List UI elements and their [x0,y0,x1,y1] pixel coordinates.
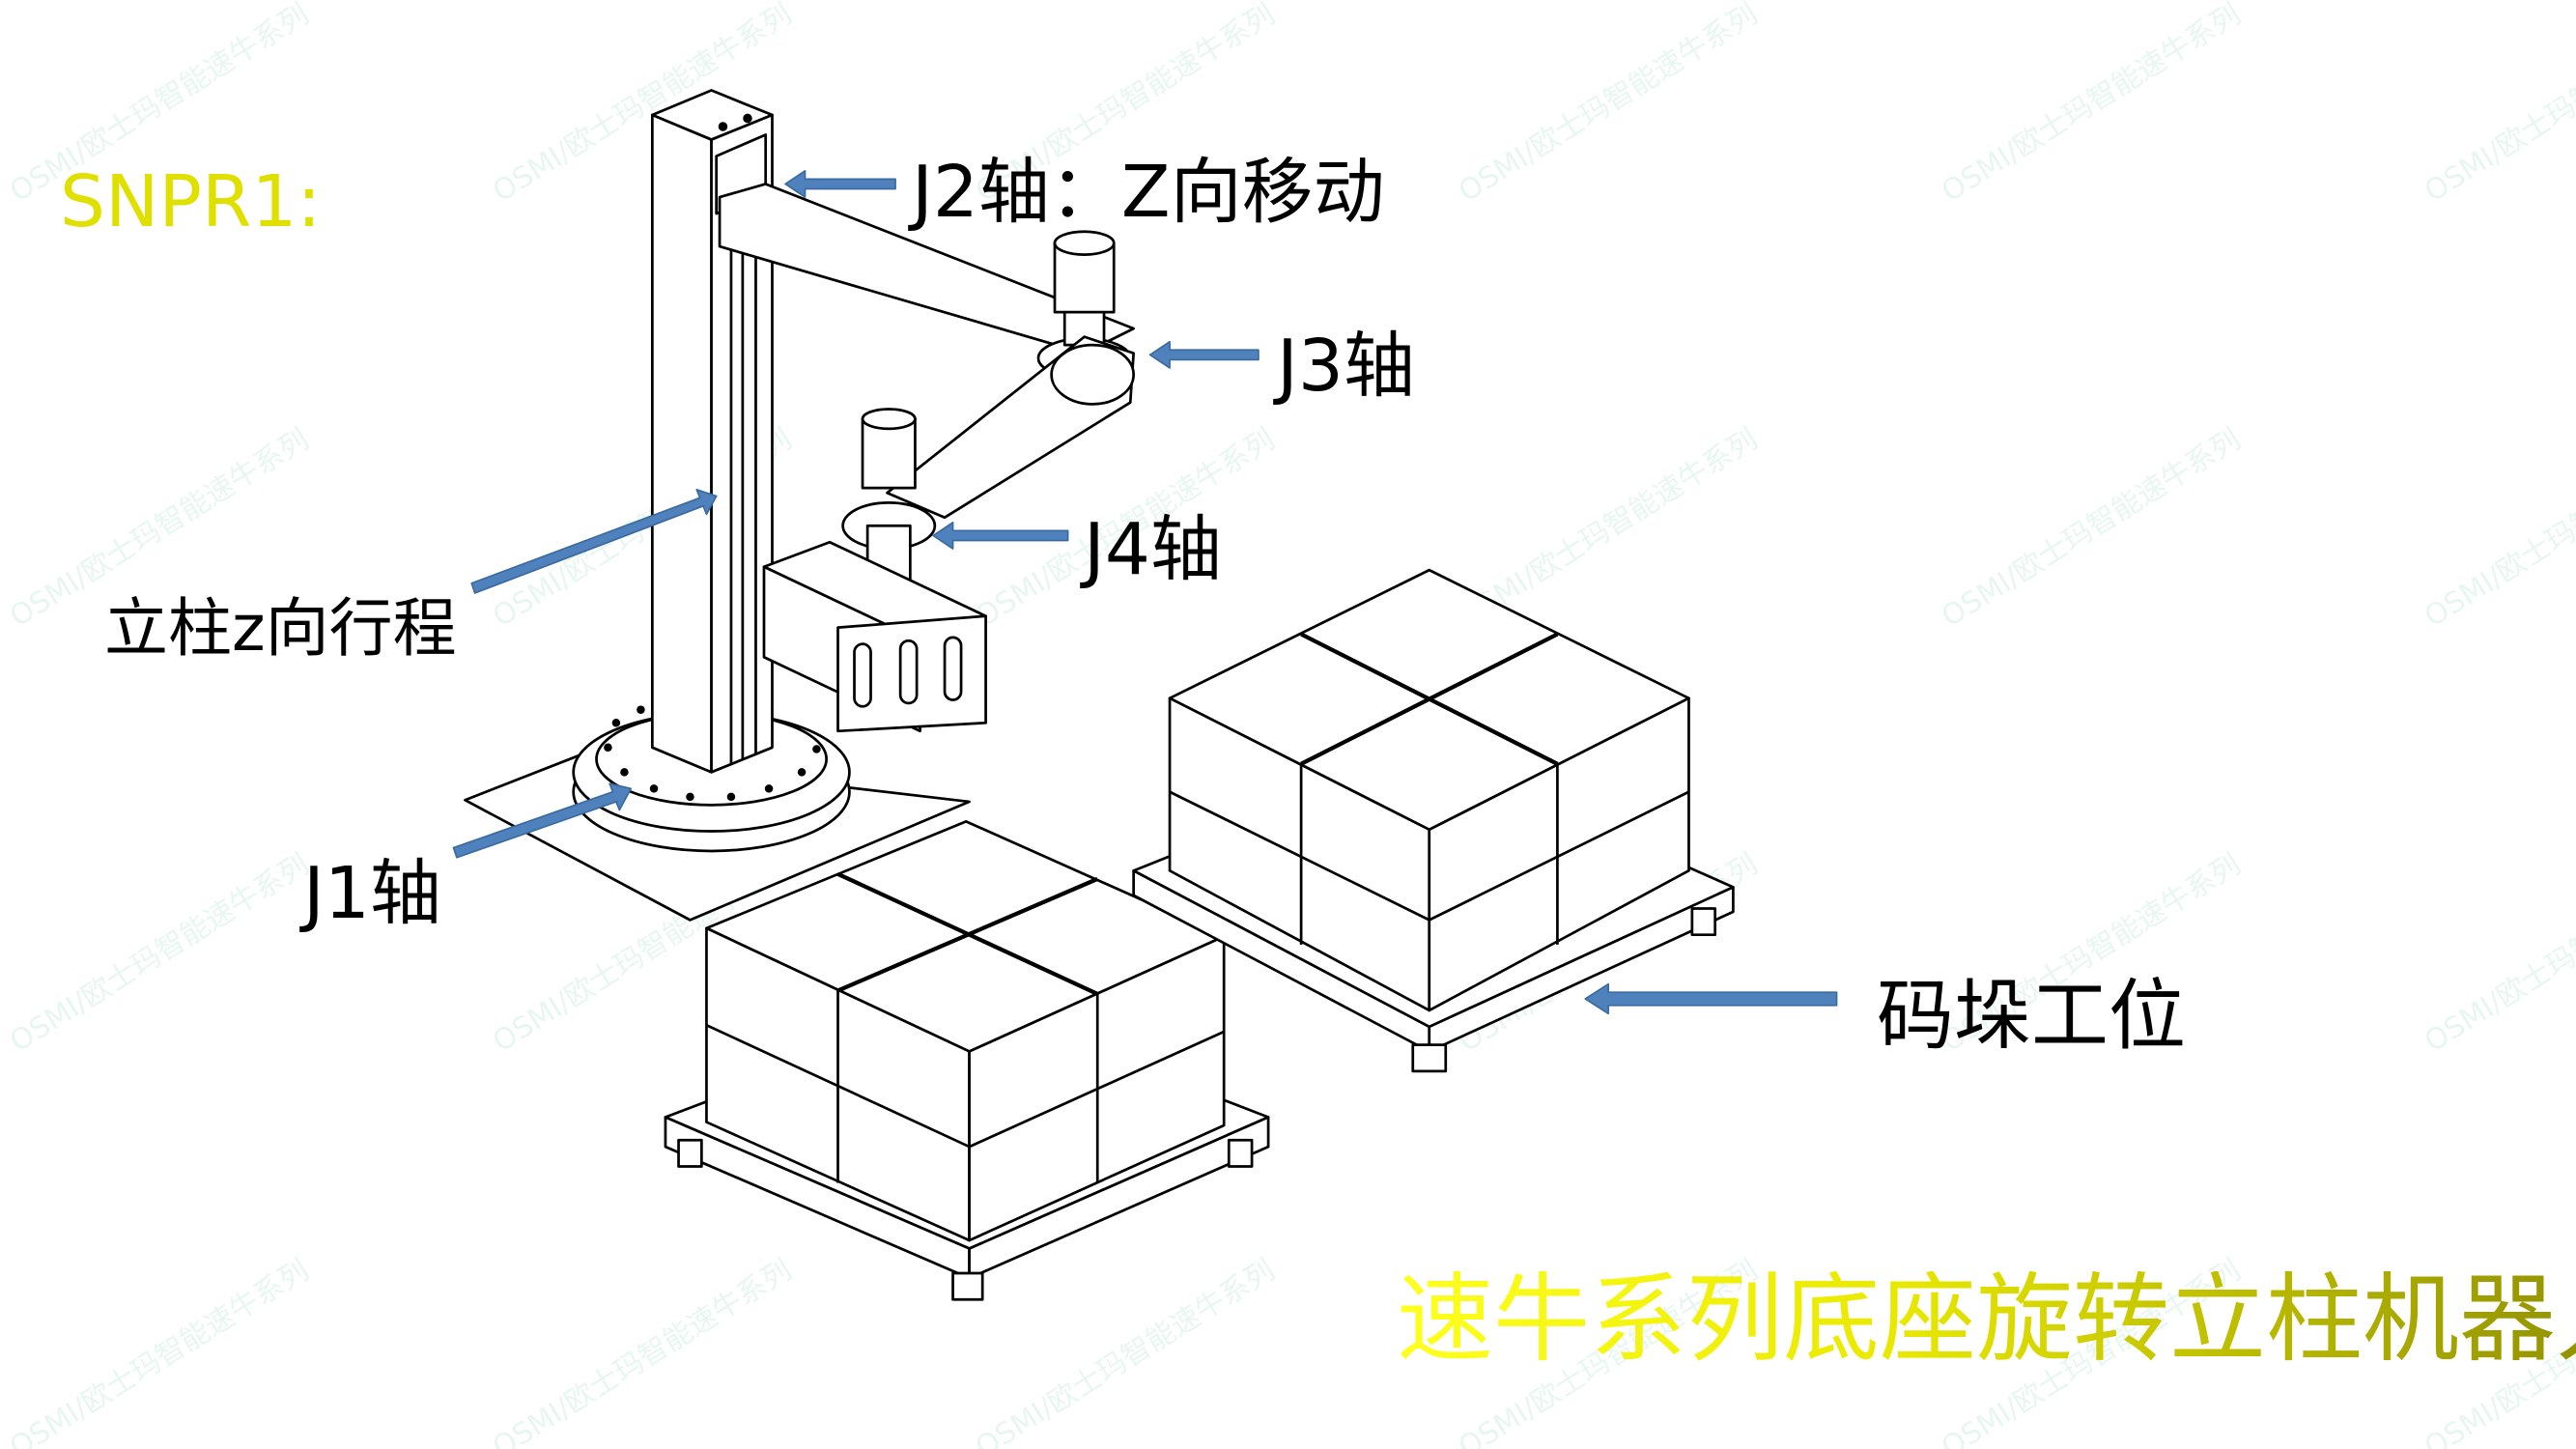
j2-label: J2轴：Z向移动 [912,151,1385,234]
j1-label: J1轴 [303,852,441,935]
palletizing-station-label: 码垛工位 [1877,971,2186,1061]
model-label: SNPR1: [60,160,322,243]
diagram-title: 速牛系列底座旋转立柱机器人 [1397,1271,2576,1368]
column [650,89,774,774]
arrow-j4 [932,521,1069,550]
j3-label: J3轴 [1277,325,1415,408]
j4-motor [841,408,937,586]
column-stroke-label: 立柱z向行程 [104,591,457,666]
base-bolts [604,705,821,802]
arrow-column [470,488,718,594]
arrow-j1 [452,782,633,859]
right-pallet-stack [1132,568,1735,1073]
j4-label: J4轴 [1084,508,1222,591]
arrow-j3 [1148,340,1260,369]
gripper [762,540,987,733]
left-pallet-stack [664,819,1270,1301]
arrow-palletizing [1584,982,1838,1015]
arrow-j2 [784,170,896,198]
